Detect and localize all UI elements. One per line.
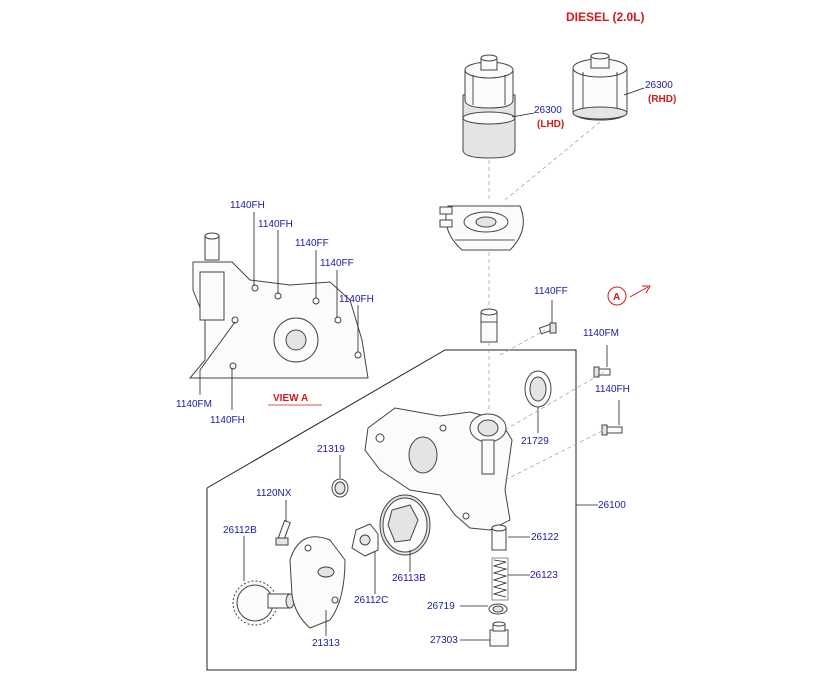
callout-va-1140FH-b: 1140FH (258, 219, 293, 230)
spring-26123[interactable] (491, 557, 509, 601)
callout-26719: 26719 (427, 601, 455, 612)
oil-filter-rhd[interactable] (572, 52, 628, 121)
o-ring-inner (334, 481, 346, 495)
callout-va-1140FF-b: 1140FF (320, 258, 354, 269)
callout-va-1140FH-c: 1140FH (339, 294, 374, 305)
callout-va-1140FM: 1140FM (176, 399, 212, 410)
callout-26300-rhd-suffix: (RHD) (648, 94, 676, 105)
callout-va-1140FH-a: 1140FH (230, 200, 265, 211)
callout-21319: 21319 (317, 444, 345, 455)
callout-21313: 21313 (312, 638, 340, 649)
view-marker-letter: A (613, 292, 620, 303)
oil-seal-21729[interactable] (524, 370, 552, 408)
projection-line (504, 371, 605, 431)
plug-27303[interactable] (489, 621, 509, 647)
callout-1140FF: 1140FF (534, 286, 568, 297)
callout-26100: 26100 (598, 500, 626, 511)
callout-26300-lhd-suffix: (LHD) (537, 119, 564, 130)
gear-26112B[interactable] (232, 580, 295, 626)
view-a-label: VIEW A (273, 393, 308, 404)
projection-line (504, 429, 605, 481)
leader-va-1140FM-b (199, 321, 236, 371)
pump-cover-21313[interactable] (289, 536, 346, 629)
callout-21729: 21729 (521, 436, 549, 447)
bolt-1120NX[interactable] (275, 519, 291, 546)
callout-1140FH: 1140FH (595, 384, 630, 395)
diagram-title: DIESEL (2.0L) (566, 10, 644, 24)
projection-line (499, 329, 546, 356)
callout-26300-lhd: 26300 (534, 105, 562, 116)
callout-26113B: 26113B (392, 573, 426, 584)
assembly-bracket-26100 (206, 349, 577, 671)
callout-26123: 26123 (530, 570, 558, 581)
oil-filter-lhd[interactable] (462, 54, 516, 159)
projection-line (504, 121, 601, 201)
plunger-26122[interactable] (491, 524, 507, 551)
view-arrow-icon (629, 285, 651, 298)
callout-26122: 26122 (531, 532, 559, 543)
inner-rotor-26112C[interactable] (351, 523, 379, 557)
callout-1120NX: 1120NX (256, 488, 292, 499)
leader-26300-lhd (511, 112, 535, 118)
view-a-housing[interactable] (188, 232, 369, 379)
oil-pump-housing[interactable] (364, 407, 513, 531)
outer-rotor-26113B[interactable] (379, 494, 431, 556)
callout-26112B: 26112B (223, 525, 257, 536)
leader-26300-rhd (623, 87, 645, 96)
center-stud[interactable] (480, 308, 498, 343)
callout-26300-rhd: 26300 (645, 80, 673, 91)
callout-27303: 27303 (430, 635, 458, 646)
callout-va-1140FH-d: 1140FH (210, 415, 245, 426)
callout-26112C: 26112C (354, 595, 388, 606)
callout-1140FM: 1140FM (583, 328, 619, 339)
bolt-1140FF[interactable] (538, 322, 557, 335)
bolt-1140FH[interactable] (601, 424, 623, 436)
bolt-1140FM[interactable] (593, 366, 611, 378)
view-marker-circle (607, 286, 627, 306)
oil-filter-head[interactable] (439, 205, 524, 251)
callout-va-1140FF-a: 1140FF (295, 238, 329, 249)
washer-inner (492, 605, 504, 613)
